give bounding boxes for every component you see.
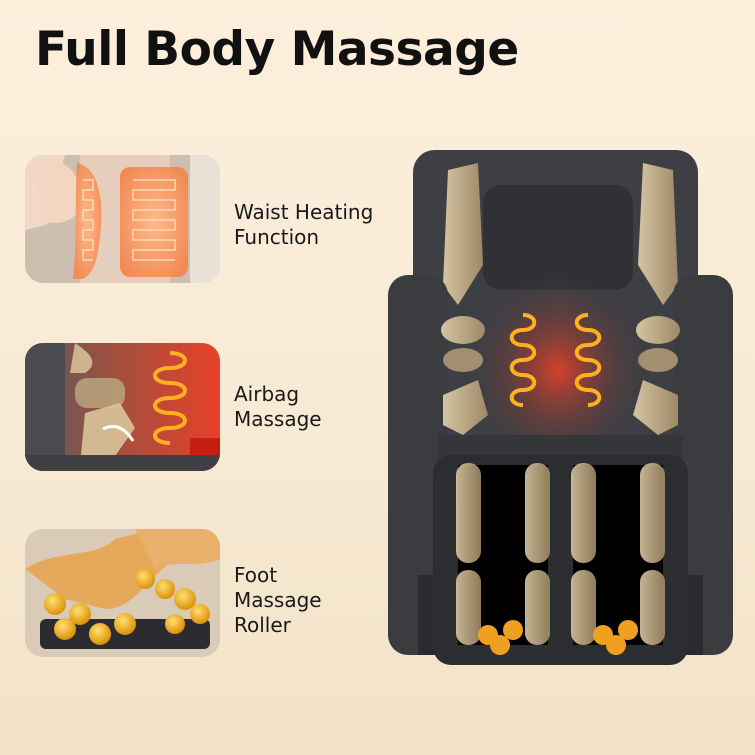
feature-label-airbag-massage: Airbag Massage <box>234 382 322 431</box>
feature-label-waist-heating: Waist Heating Function <box>234 200 374 249</box>
page-title: Full Body Massage <box>35 22 519 77</box>
massage-chair-illustration <box>388 145 733 705</box>
massage-chair-icon <box>388 150 733 665</box>
airbag-icon <box>25 343 220 471</box>
foot-roller-icon <box>25 529 220 657</box>
waist-heating-image <box>25 155 220 283</box>
heating-pad-icon <box>25 155 220 283</box>
airbag-massage-image <box>25 343 220 471</box>
foot-roller-image <box>25 529 220 657</box>
feature-label-foot-roller: Foot Massage Roller <box>234 563 322 637</box>
